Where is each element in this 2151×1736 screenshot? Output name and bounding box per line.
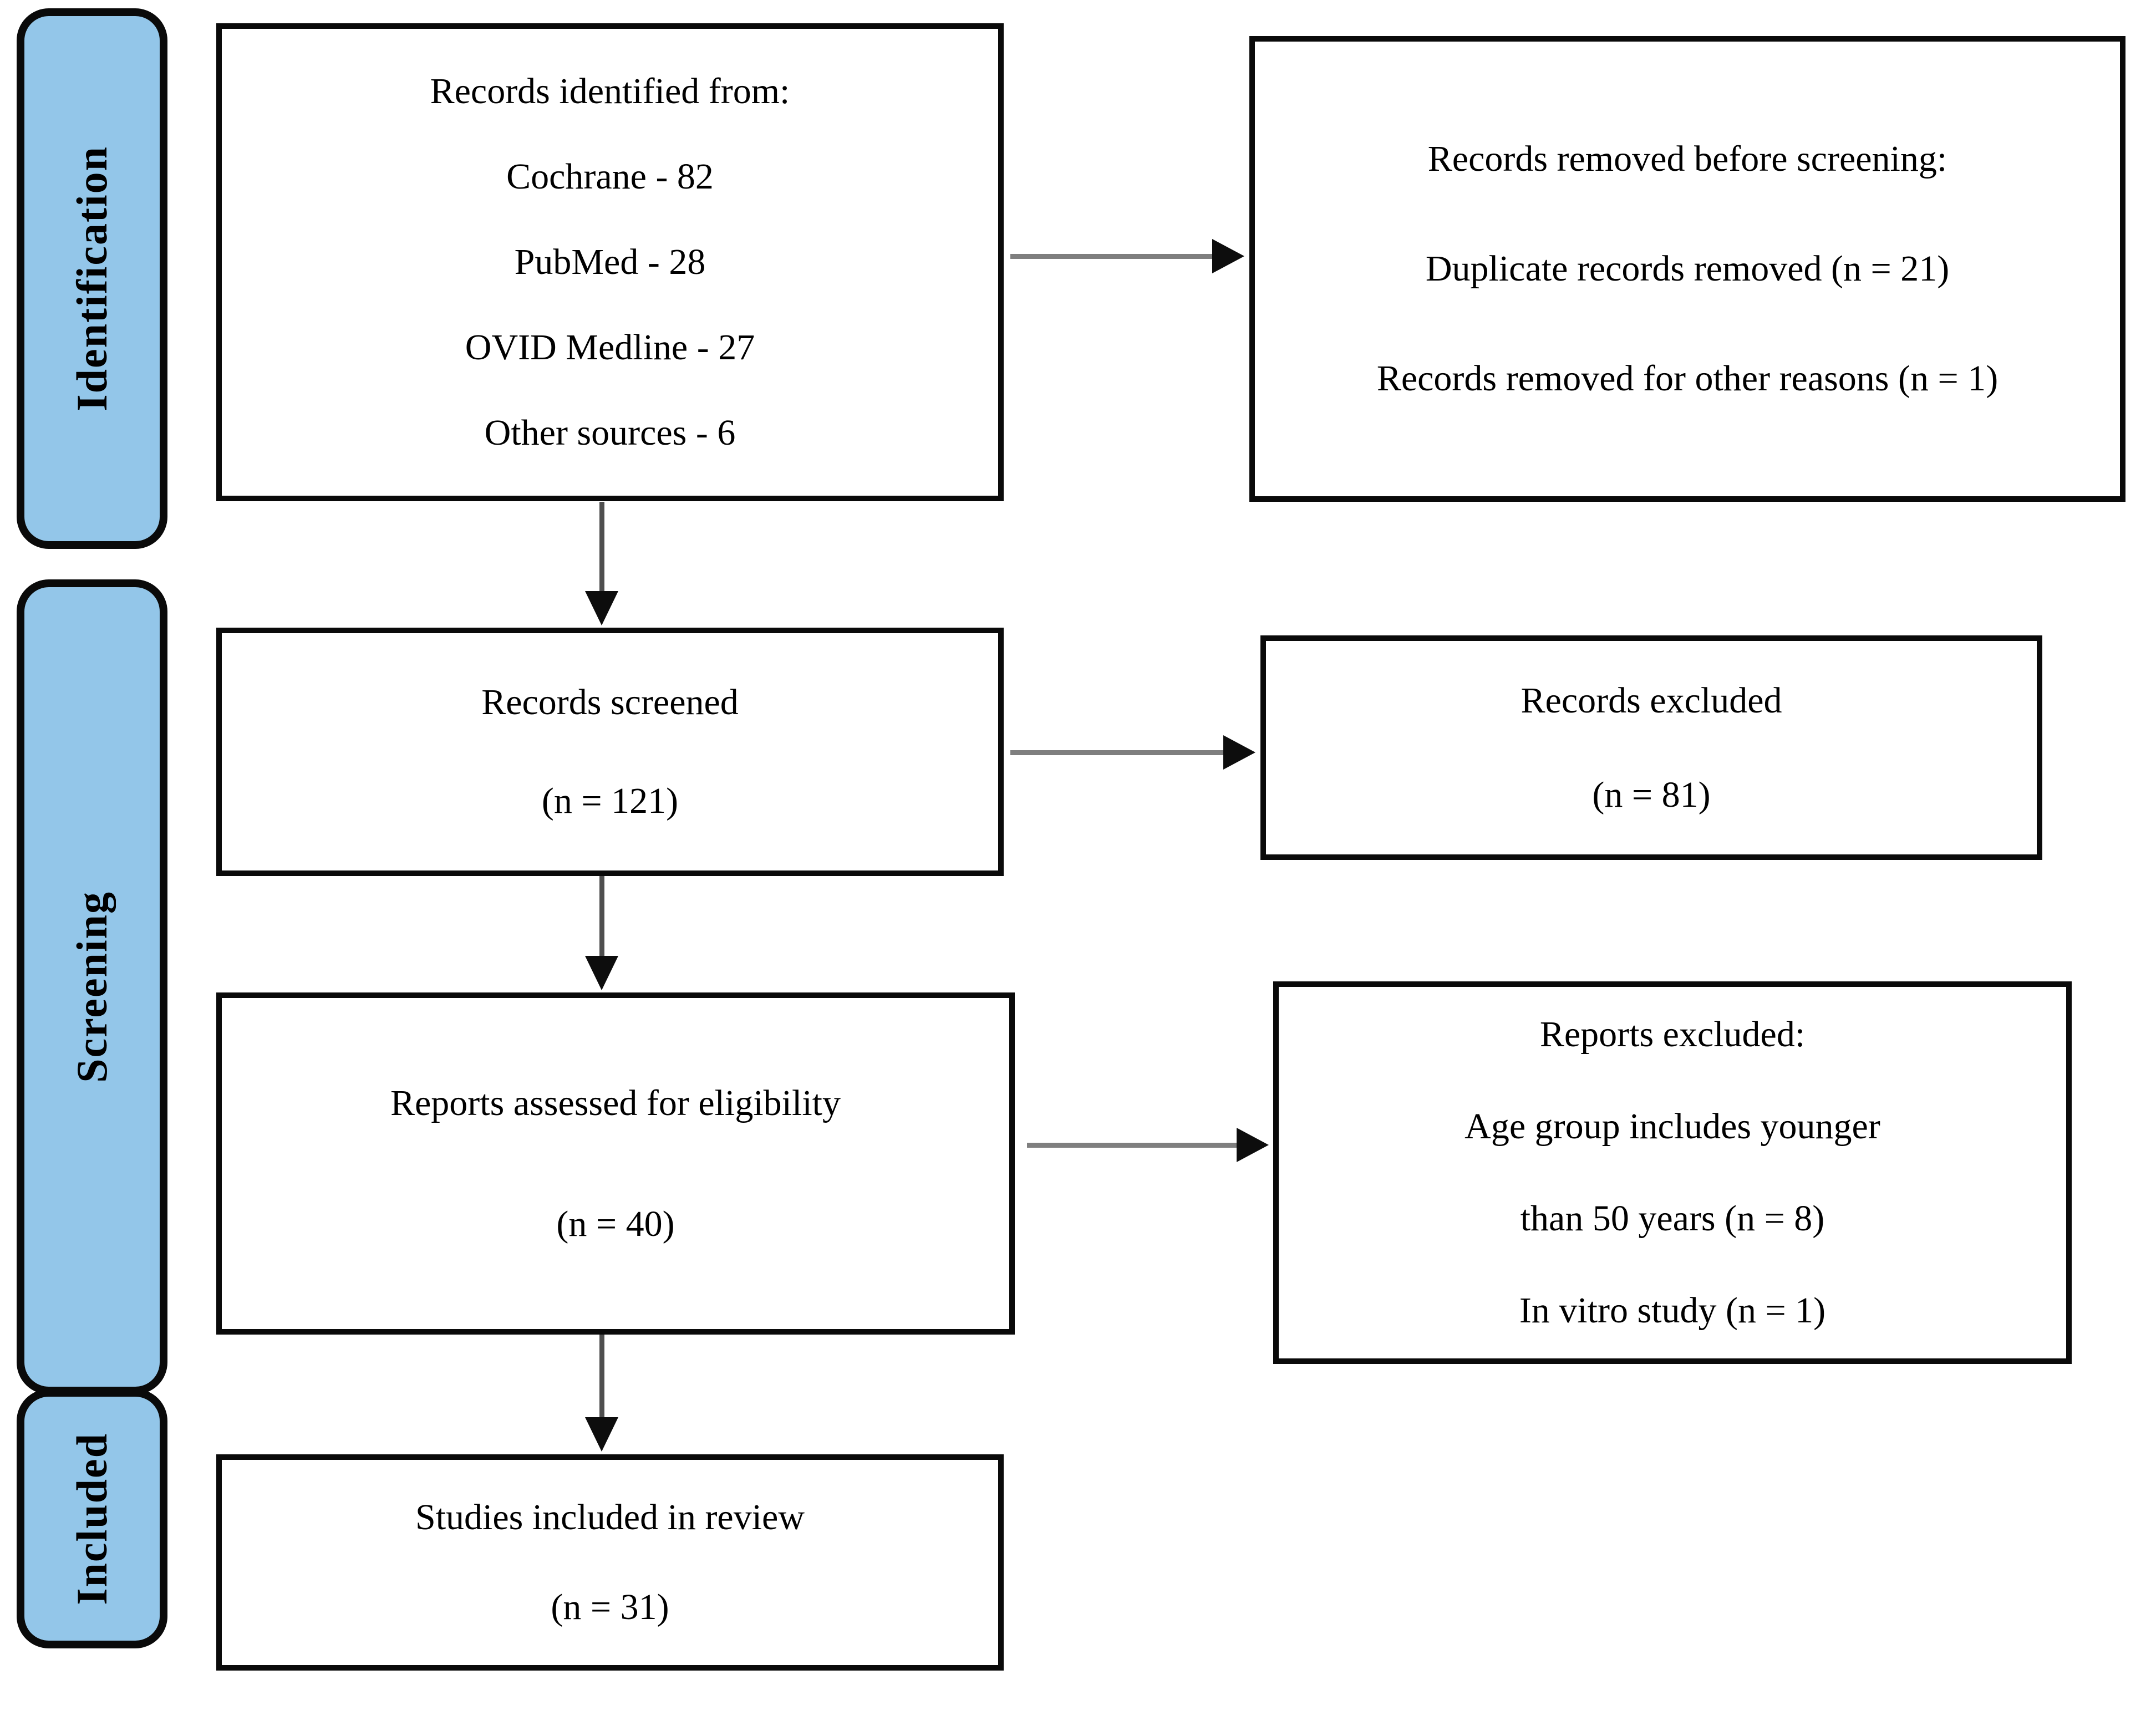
box-text-line: Reports excluded: (1539, 1014, 1806, 1055)
box-text-line: Cochrane - 82 (506, 156, 714, 197)
arrow-screened-to-excluded-shaft (1010, 750, 1223, 755)
stage-screening-label: Screening (68, 891, 116, 1083)
arrow-right-icon (1223, 735, 1255, 770)
stage-screening: Screening (17, 579, 167, 1394)
arrow-down-icon (585, 1417, 618, 1452)
box-text-line: (n = 121) (541, 781, 679, 821)
box-records-excluded: Records excluded (n = 81) (1260, 635, 2042, 860)
stage-identification-label: Identification (68, 146, 116, 411)
box-text-line: OVID Medline - 27 (465, 327, 755, 368)
arrow-right-icon (1212, 239, 1244, 273)
box-text-line: Reports assessed for eligibility (390, 1082, 841, 1123)
box-reports-assessed: Reports assessed for eligibility (n = 40… (216, 992, 1015, 1335)
box-reports-excluded: Reports excluded: Age group includes you… (1273, 981, 2072, 1364)
box-studies-included: Studies included in review (n = 31) (216, 1454, 1004, 1671)
stage-included-label: Included (68, 1432, 116, 1605)
box-text-line: (n = 31) (551, 1587, 669, 1627)
arrow-down-icon (585, 956, 618, 990)
stage-identification: Identification (17, 8, 167, 549)
stage-included: Included (17, 1389, 167, 1648)
box-text-line: Other sources - 6 (484, 412, 736, 453)
arrow-assessed-to-reports-excluded-shaft (1027, 1143, 1237, 1148)
box-records-screened: Records screened (n = 121) (216, 628, 1004, 876)
box-text-line: Duplicate records removed (n = 21) (1425, 248, 1950, 289)
arrow-identified-to-screened-shaft (599, 502, 604, 591)
arrow-down-icon (585, 591, 618, 625)
arrow-assessed-to-included-shaft (599, 1335, 604, 1417)
box-text-line: Age group includes younger (1464, 1106, 1880, 1147)
box-text-line: (n = 81) (1592, 774, 1711, 815)
box-text-line: Records identified from: (430, 71, 790, 112)
box-text-line: Records removed before screening: (1427, 139, 1947, 180)
box-text-line: than 50 years (n = 8) (1520, 1198, 1825, 1239)
arrow-identified-to-removed-shaft (1010, 254, 1212, 259)
box-text-line: (n = 40) (556, 1203, 675, 1244)
box-text-line: Studies included in review (415, 1497, 805, 1538)
box-records-removed-before-screening: Records removed before screening: Duplic… (1249, 36, 2125, 502)
box-text-line: Records screened (481, 682, 739, 723)
arrow-right-icon (1237, 1128, 1269, 1162)
box-records-identified: Records identified from: Cochrane - 82 P… (216, 23, 1004, 501)
box-text-line: In vitro study (n = 1) (1519, 1290, 1826, 1331)
box-text-line: Records removed for other reasons (n = 1… (1376, 358, 1999, 399)
arrow-screened-to-assessed-shaft (599, 876, 604, 956)
box-text-line: PubMed - 28 (514, 242, 706, 283)
box-text-line: Records excluded (1521, 680, 1782, 721)
